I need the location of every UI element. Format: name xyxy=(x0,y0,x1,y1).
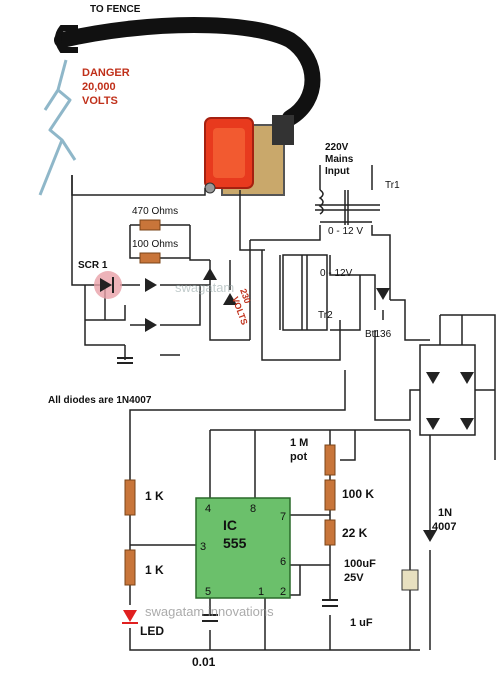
transformer-tr1 xyxy=(315,189,380,225)
pot-label-2: pot xyxy=(290,451,307,463)
cap100uf-label-2: 25V xyxy=(344,572,364,584)
watermark-2: swagatam innovations xyxy=(145,604,274,619)
cap-100uf xyxy=(401,569,419,591)
pin1-label: 1 xyxy=(258,586,264,598)
watermark-1: swagatam xyxy=(175,280,234,295)
pot-label-1: 1 M xyxy=(290,437,308,449)
r1k-bottom-label: 1 K xyxy=(145,563,164,577)
tr1-label: Tr1 xyxy=(385,180,400,191)
r22k-label: 22 K xyxy=(342,526,368,540)
to-fence-label: TO FENCE xyxy=(90,4,141,15)
resistors xyxy=(124,219,336,586)
ic-555 xyxy=(195,497,291,599)
cap1uf-label: 1 uF xyxy=(350,617,373,629)
scr1-symbol xyxy=(100,278,112,292)
capacitors xyxy=(117,357,338,622)
pin8-label: 8 xyxy=(250,503,256,515)
mains-label-3: Input xyxy=(325,166,350,177)
diode-1n-label-2: 4007 xyxy=(432,521,456,533)
tr2-label: Tr2 xyxy=(318,310,333,321)
v230-label-1: 230 xyxy=(238,287,253,305)
pin7-label: 7 xyxy=(280,511,286,523)
diodes xyxy=(145,268,474,542)
r1k-top-label: 1 K xyxy=(145,489,164,503)
danger-label-1: DANGER xyxy=(82,67,130,79)
ic-label-2: 555 xyxy=(223,535,247,551)
led-label: LED xyxy=(140,624,164,638)
fence-clip xyxy=(55,25,78,53)
transformer-tr2 xyxy=(282,254,328,331)
danger-label-3: VOLTS xyxy=(82,95,118,107)
pin2-label: 2 xyxy=(280,586,286,598)
pin4-label: 4 xyxy=(205,503,211,515)
mains-label-1: 220V xyxy=(325,142,349,153)
r470-label: 470 Ohms xyxy=(132,206,178,217)
ignition-coil xyxy=(204,115,294,196)
bt136-label: Bt136 xyxy=(365,329,392,340)
danger-label-2: 20,000 xyxy=(82,81,116,93)
diodes-note: All diodes are 1N4007 xyxy=(48,395,152,406)
wiring xyxy=(71,165,496,651)
mains-label-2: Mains xyxy=(325,154,354,165)
cap001-label: 0.01 xyxy=(192,655,216,669)
r100-label: 100 Ohms xyxy=(132,239,178,250)
cap100uf-label-1: 100uF xyxy=(344,558,376,570)
tr2-sec-label: 0 - 12V xyxy=(320,268,353,279)
ic-label-1: IC xyxy=(223,517,237,533)
pin5-label: 5 xyxy=(205,586,211,598)
r100k-label: 100 K xyxy=(342,487,374,501)
spark-lightning xyxy=(38,59,77,196)
tr1-sec-label: 0 - 12 V xyxy=(328,226,363,237)
pin3-label: 3 xyxy=(200,541,206,553)
hv-cable xyxy=(54,17,321,126)
scr1-label: SCR 1 xyxy=(78,260,108,271)
pin6-label: 6 xyxy=(280,556,286,568)
led-symbol xyxy=(123,610,137,622)
diode-1n-label-1: 1N xyxy=(438,507,452,519)
